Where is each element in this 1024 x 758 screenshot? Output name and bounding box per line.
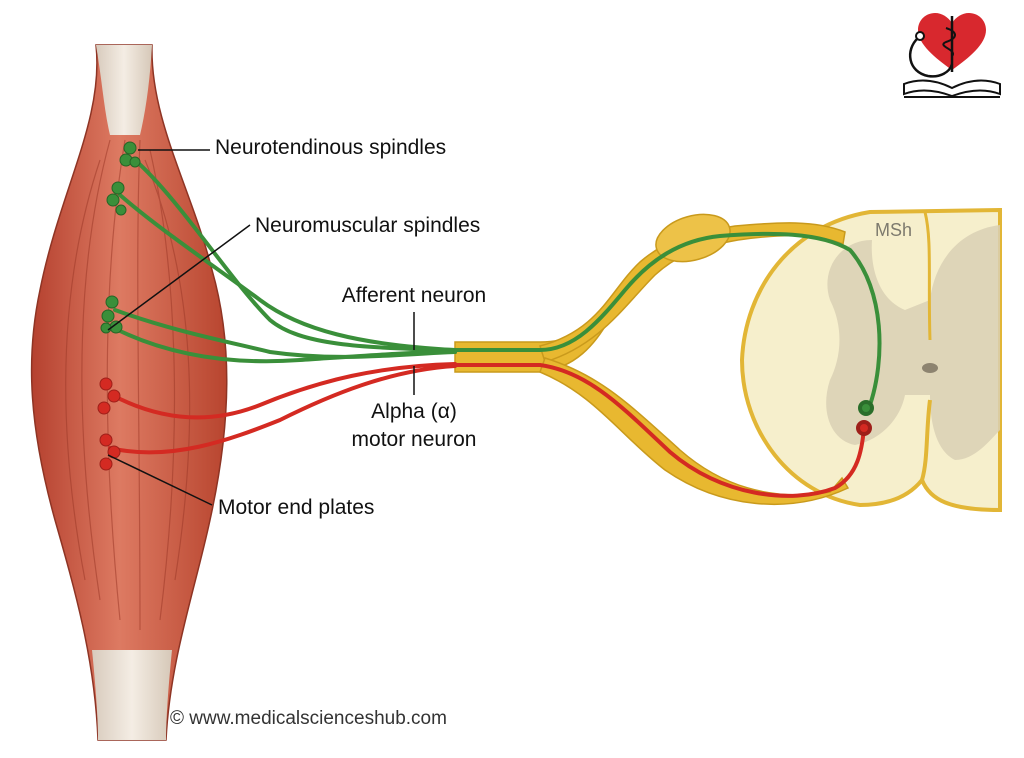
copyright-notice: © www.medicalscienceshub.com [170, 708, 447, 729]
afferent-fiber-lower [116, 328, 457, 364]
motor-fiber-root [453, 363, 866, 498]
motor-end-plate-endings [97, 377, 121, 471]
motor-fiber-upper [110, 362, 457, 420]
label-afferent-neuron: Afferent neuron [342, 284, 486, 307]
label-alpha-line1: Alpha (α) [371, 400, 457, 423]
label-neuromuscular-spindles: Neuromuscular spindles [255, 214, 480, 237]
afferent-fiber-root [453, 231, 882, 407]
tendon-bottom [92, 650, 172, 740]
central-canal [922, 363, 938, 373]
afferent-neuron [113, 158, 882, 416]
label-neurotendinous-spindles: Neurotendinous spindles [215, 136, 446, 159]
spinal-cord-section [739, 207, 1002, 513]
medical-sciences-hub-logo [903, 13, 1001, 98]
motor-neuron-cell-body [856, 420, 872, 436]
alpha-motor-neuron [108, 362, 872, 498]
leader-lines [107, 149, 415, 506]
afferent-fiber-neurotendinous [133, 158, 457, 352]
spinal-cord-watermark: MSh [875, 220, 912, 240]
leader-motor-end-plates [107, 454, 213, 506]
afferent-fiber-upper [118, 193, 457, 352]
serpent-icon [942, 27, 956, 57]
open-book-icon [903, 79, 1001, 98]
motor-fiber-lower [108, 364, 457, 455]
afferent-terminal [858, 400, 874, 416]
muscle [30, 44, 228, 741]
tendon-top [96, 45, 152, 135]
posterior-median-sulcus [923, 211, 932, 341]
leader-neuromuscular [107, 224, 251, 331]
label-alpha-line2: motor neuron [352, 428, 477, 451]
neurotendinous-spindle-endings [106, 141, 141, 216]
anterior-median-fissure [920, 399, 932, 481]
stethoscope-icon [908, 37, 954, 78]
label-motor-end-plates: Motor end plates [218, 496, 374, 519]
stethoscope-chestpiece-icon [915, 31, 925, 41]
